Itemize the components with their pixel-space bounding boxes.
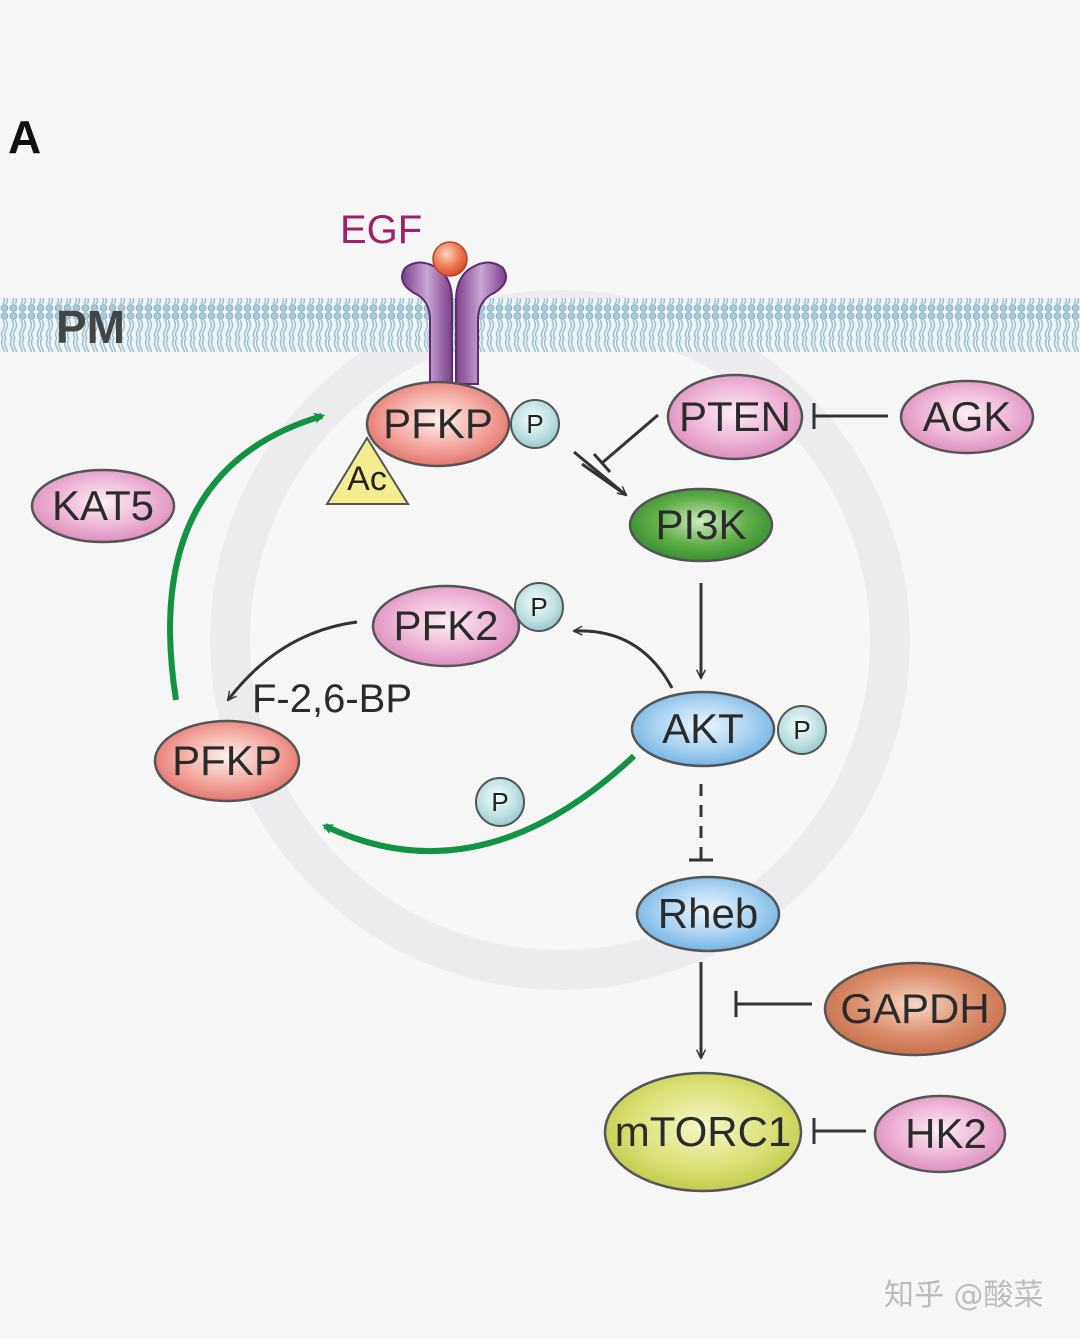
node-kat5[interactable]: KAT5 — [30, 468, 176, 544]
svg-text:P: P — [793, 715, 810, 745]
node-pten[interactable]: PTEN — [666, 373, 804, 461]
edge-akt-inhibits-rheb — [689, 784, 713, 862]
panel-label: A — [8, 111, 41, 163]
membrane-label: PM — [56, 301, 125, 353]
edge-akt-to-pfk2 — [574, 631, 674, 689]
node-agk[interactable]: AGK — [899, 379, 1035, 455]
edge-akt-phosphorylates-pfkp — [322, 753, 637, 854]
node-gapdh-label: GAPDH — [840, 985, 989, 1032]
node-mtorc1-label: mTORC1 — [615, 1108, 792, 1155]
phospho-badge-pfkp-membrane: P — [510, 399, 560, 449]
node-pfkp-cytosol-label: PFKP — [172, 737, 282, 784]
node-rheb[interactable]: Rheb — [635, 875, 781, 953]
node-hk2-label: HK2 — [905, 1110, 987, 1157]
edge-pfkp-to-pi3k — [573, 450, 626, 495]
svg-text:P: P — [530, 592, 547, 622]
phospho-badge-transfer: P — [475, 777, 525, 827]
acetyl-badge: Ac — [325, 436, 410, 505]
phospho-badge-pfk2: P — [514, 582, 564, 632]
node-pfkp-membrane[interactable]: PFKP — [365, 380, 511, 468]
egf-receptor — [401, 261, 507, 385]
node-rheb-label: Rheb — [658, 890, 758, 937]
node-kat5-label: KAT5 — [52, 482, 154, 529]
watermark: 知乎 @酸菜 — [884, 1278, 1044, 1313]
edge-pfk2-to-pfkp — [228, 620, 358, 700]
node-hk2[interactable]: HK2 — [873, 1094, 1007, 1174]
metabolite-label: F-2,6-BP — [252, 677, 412, 721]
edge-agk-inhibits-pten — [812, 403, 888, 429]
node-pi3k-label: PI3K — [655, 501, 746, 548]
node-pten-label: PTEN — [679, 393, 791, 440]
node-akt-label: AKT — [662, 705, 744, 752]
node-mtorc1[interactable]: mTORC1 — [603, 1071, 803, 1193]
svg-text:P: P — [491, 787, 508, 817]
node-akt[interactable]: AKT — [630, 690, 776, 768]
node-pfk2[interactable]: PFK2 — [371, 584, 521, 668]
node-pfkp-membrane-label: PFKP — [383, 400, 493, 447]
edge-pfkp-translocation — [167, 412, 326, 701]
node-pi3k[interactable]: PI3K — [628, 487, 774, 563]
egf-label: EGF — [340, 208, 422, 252]
svg-text:P: P — [526, 409, 543, 439]
edge-gapdh-inhibits — [734, 991, 812, 1017]
node-gapdh[interactable]: GAPDH — [823, 961, 1007, 1057]
svg-text:Ac: Ac — [347, 460, 387, 498]
node-agk-label: AGK — [923, 393, 1012, 440]
plasma-membrane — [0, 298, 1080, 352]
egf-ligand — [432, 241, 468, 277]
edge-pten-inhibits — [592, 413, 659, 473]
node-pfkp-cytosol[interactable]: PFKP — [153, 719, 301, 803]
phospho-badge-akt: P — [777, 705, 827, 755]
edge-hk2-inhibits — [812, 1118, 866, 1144]
node-pfk2-label: PFK2 — [393, 602, 498, 649]
